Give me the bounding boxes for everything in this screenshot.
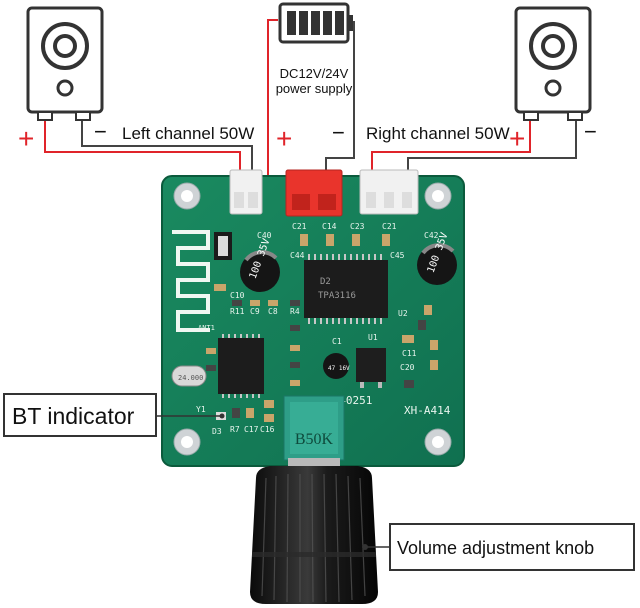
power-minus-sign: −: [332, 120, 345, 145]
amplifier-chip: D2 TPA3116: [304, 254, 388, 324]
amplifier-board: C40 C21 C14 C23 C21 C44 C45 C42 C10 ANT1…: [161, 169, 465, 467]
bluetooth-chip: [218, 334, 264, 398]
right-minus-sign: −: [584, 119, 597, 144]
power-negative-wire: [325, 21, 355, 178]
label-c9: C9: [250, 307, 260, 316]
power-label-line1: DC12V/24V: [280, 66, 349, 81]
regulator-chip: [356, 348, 386, 388]
label-c10: C10: [230, 291, 245, 300]
label-r7: R7: [230, 425, 240, 434]
chip-text-line1: TPA3116: [318, 291, 356, 301]
label-u1: U1: [368, 333, 378, 342]
label-r4: R4: [290, 307, 300, 316]
left-speaker-connector: [229, 169, 263, 215]
right-speaker-connector: [359, 169, 419, 215]
volume-knob-callout-box: [389, 523, 635, 571]
label-c14: C14: [322, 222, 337, 231]
power-connector: [285, 169, 343, 217]
label-c11: C11: [402, 349, 417, 358]
left-plus-sign: +: [18, 123, 34, 154]
label-c23: C23: [350, 222, 365, 231]
potentiometer-label: B50K: [295, 431, 334, 448]
label-c21b: C21: [382, 222, 397, 231]
power-positive-wire: [267, 19, 301, 191]
right-speaker-icon: [514, 6, 592, 121]
right-plus-sign: +: [509, 123, 525, 154]
battery-icon: [278, 2, 353, 44]
label-c21a: C21: [292, 222, 307, 231]
right-channel-label: Right channel 50W: [366, 124, 510, 143]
label-c40: C40: [257, 231, 272, 240]
board-model-label: XH-A414: [404, 404, 451, 417]
label-c1: C1: [332, 337, 342, 346]
capacitor-small: 47 16V: [323, 353, 350, 379]
label-c17: C17: [244, 425, 259, 434]
right-speaker-negative-wire: [407, 118, 577, 178]
power-plus-sign: +: [276, 123, 292, 154]
power-label-line2: power supply: [276, 81, 353, 96]
label-c45: C45: [390, 251, 405, 260]
label-c8: C8: [268, 307, 278, 316]
bluetooth-antenna-icon: [172, 230, 210, 332]
bt-indicator-label: BT indicator: [12, 403, 135, 429]
crystal-text: 24.000: [178, 374, 203, 382]
label-ant: ANT1: [198, 324, 215, 332]
left-channel-label: Left channel 50W: [122, 124, 254, 143]
label-u2: U2: [398, 309, 408, 318]
chip-text-line2: D2: [320, 277, 331, 287]
wiring: [44, 19, 577, 191]
left-speaker-negative-wire: [81, 118, 253, 178]
left-speaker-icon: [26, 6, 104, 121]
label-c44: C44: [290, 251, 305, 260]
volume-knob-label: Volume adjustment knob: [397, 538, 594, 558]
cap-small-text: 47 16V: [328, 365, 350, 372]
left-minus-sign: −: [94, 119, 107, 144]
label-c20: C20: [400, 363, 415, 372]
crystal-oscillator: 24.000: [171, 365, 207, 387]
potentiometer: B50K: [283, 395, 345, 461]
right-speaker-positive-wire: [371, 118, 531, 178]
left-speaker-positive-wire: [44, 118, 241, 178]
knob-icon: [250, 458, 378, 604]
label-c42: C42: [424, 231, 439, 240]
label-c16: C16: [260, 425, 275, 434]
label-y1: Y1: [196, 405, 206, 414]
mounting-holes: [173, 182, 452, 456]
bt-indicator-callout-box: [3, 393, 157, 437]
label-d3: D3: [212, 427, 222, 436]
label-r11: R11: [230, 307, 245, 316]
